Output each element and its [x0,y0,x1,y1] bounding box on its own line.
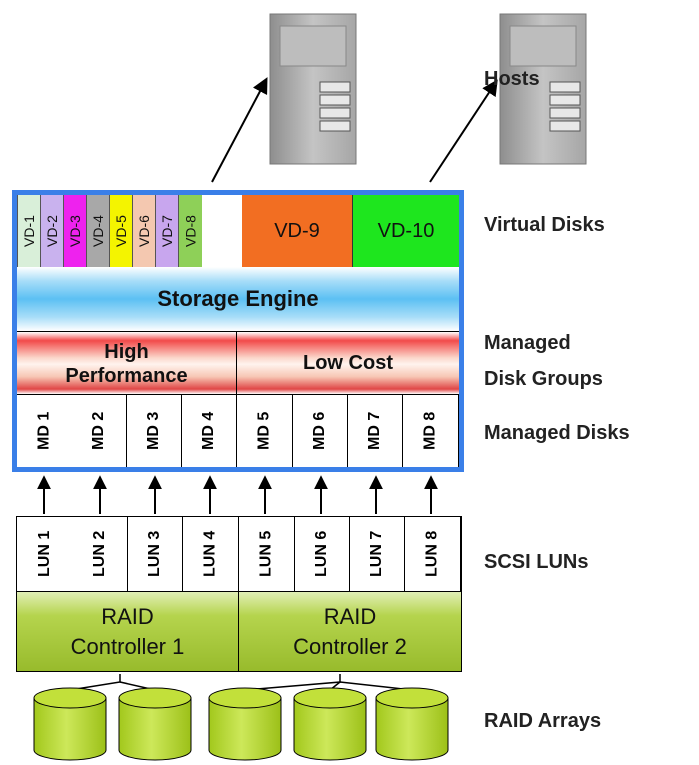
virtual-disk-4: VD-4 [86,195,109,267]
lun-3: LUN 3 [128,517,183,591]
scsi-luns-row: LUN 1 LUN 2 LUN 3 LUN 4 LUN 5 LUN 6 LUN … [17,517,461,591]
lun-7: LUN 7 [350,517,405,591]
managed-disks-row: MD 1 MD 2 MD 3 MD 4 MD 5 MD 6 MD 7 MD 8 [17,395,459,467]
managed-disk-groups-label-line2: Disk Groups [484,368,603,390]
virtual-disk-6: VD-6 [132,195,155,267]
server-icon [269,13,357,165]
virtual-disk-9: VD-9 [242,195,353,267]
raid-controller-1-line1: RAID [101,603,154,629]
raid-array-disk-icon [375,687,449,761]
managed-disk-groups-label-line1: Managed [484,332,571,354]
low-cost-group: Low Cost [237,331,459,395]
managed-disk-6: MD 6 [293,395,348,467]
virtual-disks-label: Virtual Disks [484,214,605,236]
lun-arrows [37,475,438,514]
managed-disk-3: MD 3 [127,395,182,467]
storage-engine: Storage Engine [17,267,459,331]
hosts-layer [211,13,587,183]
virtual-disk-5: VD-5 [109,195,132,267]
raid-array-disk-icon [33,687,107,761]
hosts-label: Hosts [484,68,540,90]
storage-system-frame: VD-1 VD-2 VD-3 VD-4 VD-5 VD-6 VD-7 VD-8 … [12,190,464,472]
raid-arrays-layer [33,674,449,761]
lun-6: LUN 6 [295,517,350,591]
lun-8: LUN 8 [405,517,461,591]
raid-arrays-label: RAID Arrays [484,710,602,732]
raid-controller-2-line1: RAID [323,603,377,629]
virtual-disk-10: VD-10 [353,195,459,267]
virtual-disk-1: VD-1 [17,195,40,267]
host-arrow [429,79,498,183]
virtual-disk-7: VD-7 [155,195,178,267]
high-performance-line1: High [104,341,149,363]
lun-5: LUN 5 [239,517,295,591]
lun-4: LUN 4 [183,517,239,591]
raid-array-disk-icon [293,687,367,761]
raid-system: LUN 1 LUN 2 LUN 3 LUN 4 LUN 5 LUN 6 LUN … [16,516,462,672]
managed-disk-7: MD 7 [348,395,403,467]
virtual-disks-row: VD-1 VD-2 VD-3 VD-4 VD-5 VD-6 VD-7 VD-8 … [17,195,459,267]
managed-disk-1: MD 1 [35,411,53,451]
virtual-disk-8: VD-8 [178,195,202,267]
raid-array-disk-icon [118,687,192,761]
managed-disk-4: MD 4 [182,395,237,467]
server-icon [499,13,587,165]
raid-array-disk-icon [208,687,282,761]
high-performance-line2: Performance [65,365,188,387]
raid-controller-1: RAID Controller 1 [17,591,239,671]
managed-disk-8: MD 8 [403,395,459,467]
virtual-disk-2: VD-2 [40,195,63,267]
raid-controller-2-line2: Controller 2 [293,633,407,659]
lun-1: LUN 1 [36,530,53,578]
managed-disk-5: MD 5 [237,395,293,467]
virtual-disk-3: VD-3 [63,195,86,267]
managed-disk-2: MD 2 [72,395,127,467]
scsi-luns-label: SCSI LUNs [484,551,589,573]
managed-disks-label: Managed Disks [484,422,630,444]
lun-2: LUN 2 [73,517,128,591]
host-arrow [211,77,268,183]
high-performance-group: High Performance [17,331,237,395]
raid-controller-1-line2: Controller 1 [70,633,185,659]
raid-controller-2: RAID Controller 2 [239,591,461,671]
